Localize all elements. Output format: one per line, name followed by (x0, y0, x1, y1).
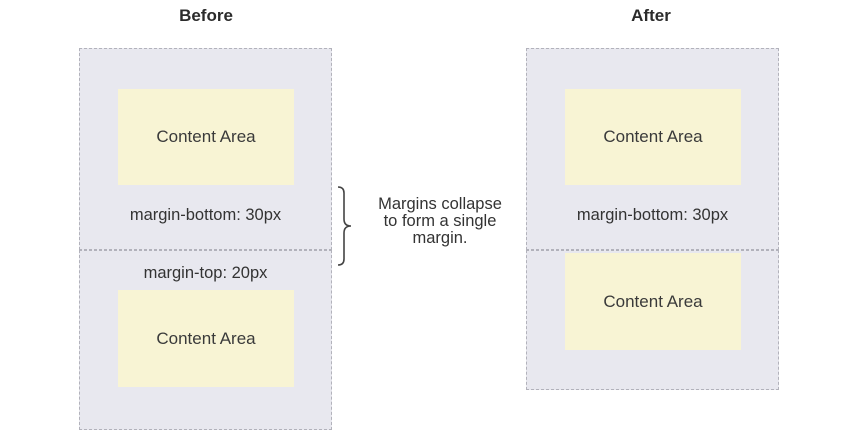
before-margin-top-label: margin-top: 20px (143, 264, 268, 282)
after-bottom-content-area: Content Area (565, 253, 741, 350)
margin-collapse-note: Margins collapse to form a single margin… (350, 196, 530, 247)
note-line-2: to form a single (383, 212, 497, 230)
before-top-box: Content Area margin-bottom: 30px (79, 48, 332, 250)
after-bottom-box: Content Area (526, 250, 779, 390)
note-line-3: margin. (412, 229, 468, 247)
before-bottom-content-area: Content Area (118, 290, 294, 387)
after-heading: After (631, 6, 671, 25)
before-margin-bottom-label: margin-bottom: 30px (129, 206, 282, 224)
before-heading: Before (179, 6, 233, 25)
note-line-1: Margins collapse (378, 195, 502, 213)
before-bottom-box: margin-top: 20px Content Area (79, 250, 332, 430)
after-top-box: Content Area margin-bottom: 30px (526, 48, 779, 250)
after-top-content-area: Content Area (565, 89, 741, 185)
curly-brace-icon (337, 186, 352, 266)
after-margin-bottom-label: margin-bottom: 30px (576, 206, 729, 224)
before-top-content-area: Content Area (118, 89, 294, 185)
